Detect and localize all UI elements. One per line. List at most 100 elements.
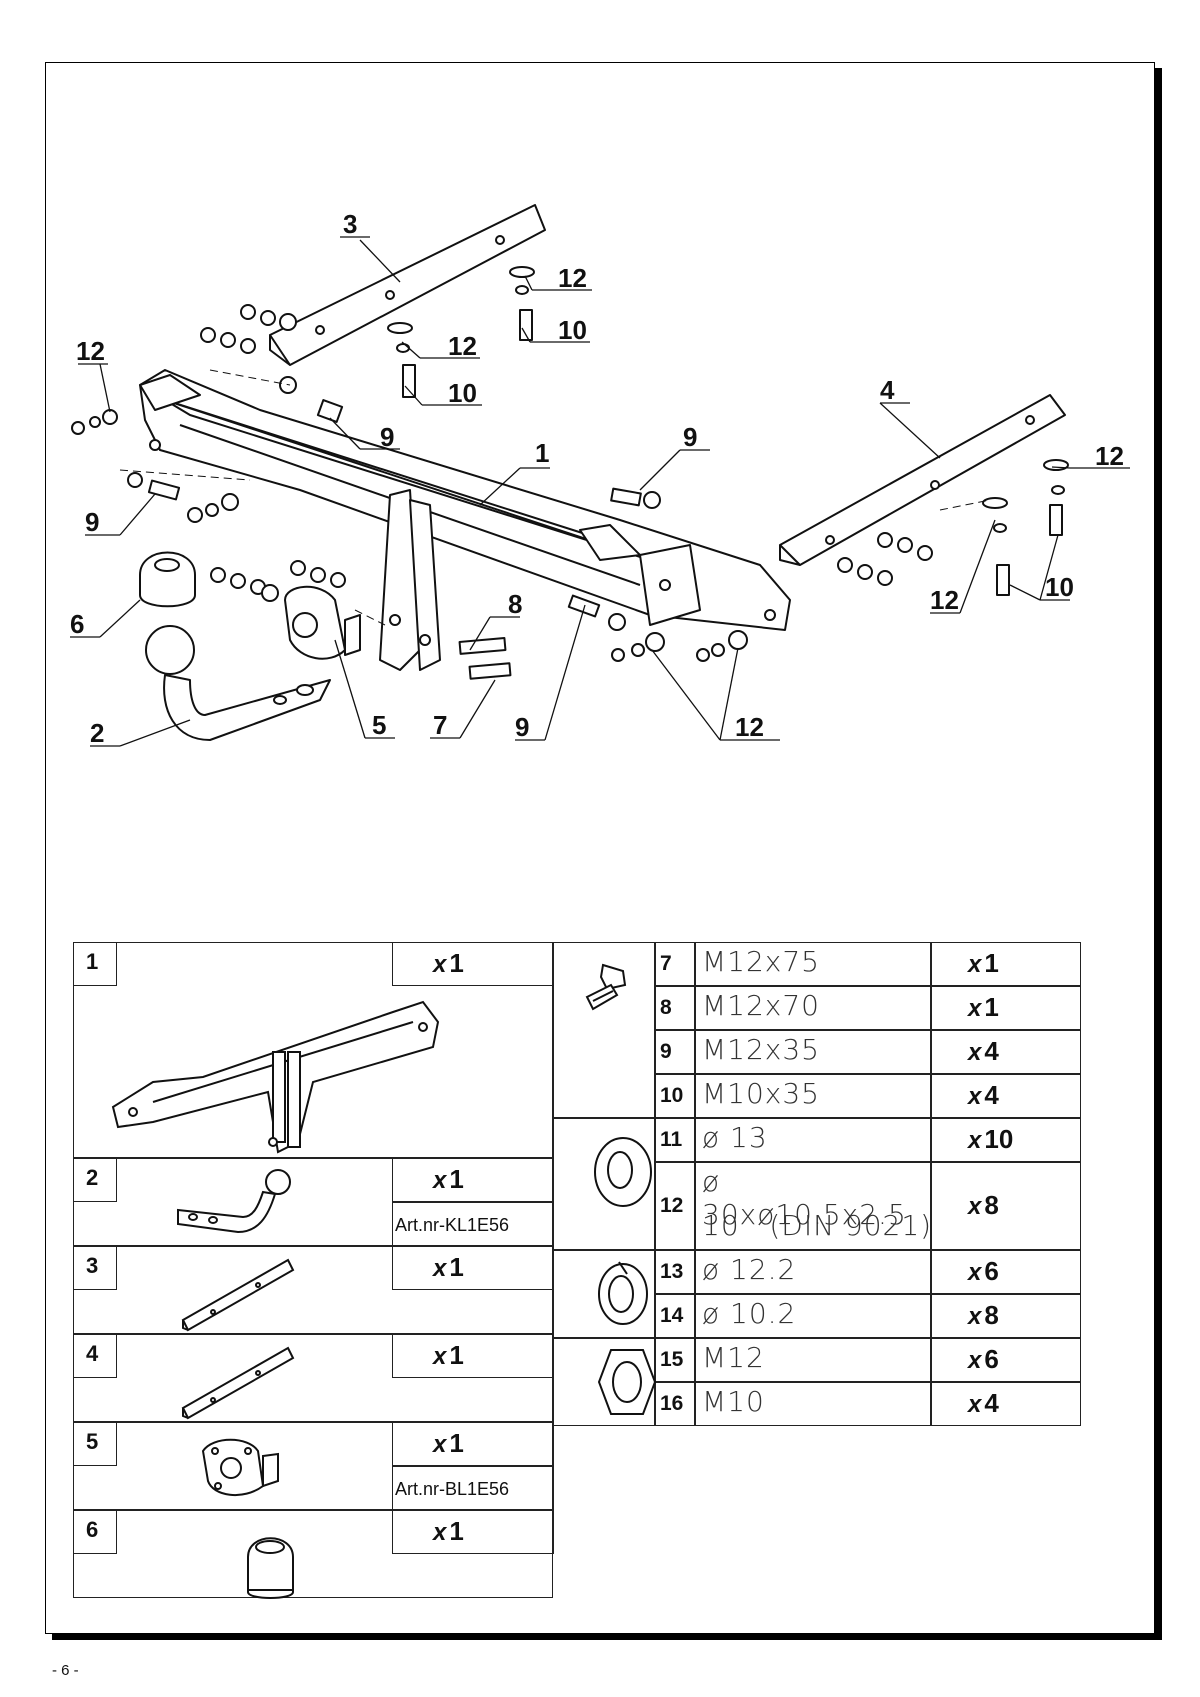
spec-number-cell: 16 xyxy=(655,1382,695,1426)
spec-number-cell: 11 xyxy=(655,1118,695,1162)
part-number: 4 xyxy=(86,1341,99,1366)
spec-text: M12x70 xyxy=(702,989,820,1022)
quantity-value: 4 xyxy=(984,1080,999,1110)
callout-labels: 3 12 10 12 10 9 12 1 9 4 12 9 6 2 5 7 8 … xyxy=(70,209,1124,748)
callout-12: 12 xyxy=(930,585,959,615)
quantity-prefix: x xyxy=(968,1303,982,1330)
quantity-value: 10 xyxy=(984,1124,1014,1154)
callout-1: 1 xyxy=(535,438,549,468)
quantity-prefix: x xyxy=(968,1039,982,1066)
assembly-guides xyxy=(119,369,991,626)
callout-2: 2 xyxy=(90,718,104,748)
spec-number: 9 xyxy=(660,1040,672,1063)
washer-icon xyxy=(588,1132,658,1217)
spring-washer-icon xyxy=(598,1261,648,1325)
quantity-value: 1 xyxy=(449,1164,464,1194)
quantity-prefix: x xyxy=(968,995,982,1022)
callout-12: 12 xyxy=(448,331,477,361)
spec-number: 15 xyxy=(660,1348,684,1371)
spec-text: ø 30xø10.5x2.5 xyxy=(702,1165,907,1231)
part-number-box: 1 xyxy=(73,942,117,986)
spec-cell: ø 10.2 xyxy=(695,1294,931,1338)
quantity-value: 1 xyxy=(449,1252,464,1282)
ball-neck-part xyxy=(145,625,331,741)
exploded-assembly-diagram: 3 12 10 12 10 9 12 1 9 4 12 9 6 2 5 7 8 … xyxy=(70,204,1130,748)
part-number-box: 4 xyxy=(73,1334,117,1378)
callout-5: 5 xyxy=(372,710,386,740)
spec-cell: ø 13 xyxy=(695,1118,931,1162)
spec-number-cell: 12 xyxy=(655,1162,695,1250)
spec-number-cell: 9 xyxy=(655,1030,695,1074)
spec-cell: M10 xyxy=(695,1382,931,1426)
callout-12: 12 xyxy=(735,712,764,742)
bolt-icon-cell xyxy=(553,942,655,1118)
washer-icon-cell xyxy=(553,1118,655,1250)
spec-text-line2: 10 (DIN 9021) xyxy=(702,1209,933,1242)
quantity-value: 1 xyxy=(449,1516,464,1546)
article-number: Art.nr-BL1E56 xyxy=(395,1479,510,1499)
nut-icon xyxy=(591,1342,661,1427)
article-number-box: Art.nr-KL1E56 xyxy=(392,1202,554,1247)
crossbar-thumbnail xyxy=(93,992,453,1167)
spec-number-cell: 7 xyxy=(655,942,695,986)
part-number: 1 xyxy=(86,949,99,974)
quantity-value: 1 xyxy=(984,948,999,978)
quantity-value: 4 xyxy=(984,1036,999,1066)
spec-number: 13 xyxy=(660,1260,684,1283)
spec-text: M12x35 xyxy=(702,1033,820,1066)
spec-number: 14 xyxy=(660,1304,684,1327)
callout-9: 9 xyxy=(380,422,394,452)
bolt-icon xyxy=(573,957,633,1022)
spec-text: M12x75 xyxy=(702,945,820,978)
quantity-value: 1 xyxy=(449,1428,464,1458)
spec-cell: M12x75 xyxy=(695,942,931,986)
quantity-prefix: x xyxy=(433,951,447,978)
quantity-prefix: x xyxy=(968,1127,982,1154)
socket-plate-part xyxy=(284,585,361,660)
quantity-prefix: x xyxy=(433,1167,447,1194)
spec-text: ø 12.2 xyxy=(702,1253,797,1286)
spec-text: M10x35 xyxy=(702,1077,820,1110)
quantity-value: 6 xyxy=(984,1344,999,1374)
spec-number-cell: 15 xyxy=(655,1338,695,1382)
spec-text: M12 xyxy=(702,1341,765,1374)
callout-10: 10 xyxy=(448,378,477,408)
callout-3: 3 xyxy=(343,209,357,239)
page-number: - 6 - xyxy=(52,1662,79,1679)
quantity-prefix: x xyxy=(968,1193,982,1220)
spec-cell: M10x35 xyxy=(695,1074,931,1118)
spec-number: 7 xyxy=(660,952,672,975)
spec-cell: ø 12.2 xyxy=(695,1250,931,1294)
callout-12: 12 xyxy=(76,336,105,366)
quantity-prefix: x xyxy=(968,1083,982,1110)
page-frame xyxy=(45,62,1155,1634)
spec-number: 12 xyxy=(660,1194,684,1217)
bolt-icon xyxy=(585,963,627,1011)
spec-number: 16 xyxy=(660,1392,684,1415)
spec-number-cell: 8 xyxy=(655,986,695,1030)
callout-10: 10 xyxy=(1045,572,1074,602)
spec-number-cell: 13 xyxy=(655,1250,695,1294)
callout-12: 12 xyxy=(558,263,587,293)
ball-neck-thumbnail xyxy=(168,1162,308,1252)
